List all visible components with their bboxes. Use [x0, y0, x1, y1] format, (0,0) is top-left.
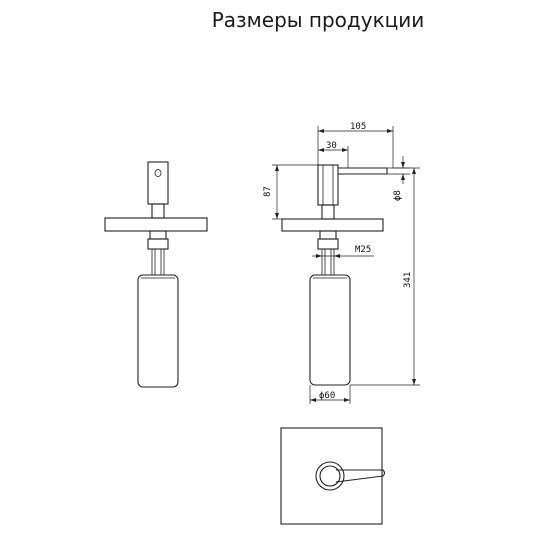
top-head-inner-circle	[319, 465, 341, 487]
side-nut	[317, 238, 339, 250]
top-spout	[335, 469, 386, 483]
dimension-105: 105	[317, 122, 394, 168]
front-flange	[104, 217, 208, 232]
side-stem	[321, 204, 335, 220]
top-head-outer-circle	[315, 461, 345, 491]
front-pump-head	[147, 161, 169, 205]
dimension-30: 30	[318, 141, 349, 168]
front-nut	[147, 238, 169, 250]
dim-105-label: 105	[350, 122, 366, 132]
dim-87-label: 87	[263, 186, 273, 197]
dimension-87: 87	[263, 164, 318, 220]
dimension-dia-8: ϕ8	[387, 156, 410, 201]
dim-341-label: 341	[403, 272, 413, 288]
front-bottle	[137, 274, 179, 388]
side-bottle	[309, 274, 351, 386]
front-view	[104, 161, 208, 388]
top-view	[280, 427, 386, 525]
page-title: Размеры продукции	[211, 8, 425, 32]
dimension-341: 341	[350, 167, 420, 386]
dimension-m25: M25	[312, 245, 374, 258]
dim-dia-60-label: ϕ60	[319, 391, 335, 401]
dimension-dia-60: ϕ60	[309, 385, 351, 404]
side-neck	[319, 230, 337, 240]
side-pump-head	[317, 164, 339, 206]
front-nozzle-hole	[154, 169, 162, 177]
side-view	[281, 164, 388, 386]
dim-m25-label: M25	[355, 245, 371, 255]
dim-dia-8-label: ϕ8	[393, 190, 403, 201]
top-flange-square	[280, 427, 383, 525]
side-spout	[338, 167, 388, 175]
side-flange	[281, 218, 384, 232]
dim-30-label: 30	[326, 141, 337, 151]
front-stem	[151, 203, 165, 219]
front-neck	[149, 230, 167, 240]
